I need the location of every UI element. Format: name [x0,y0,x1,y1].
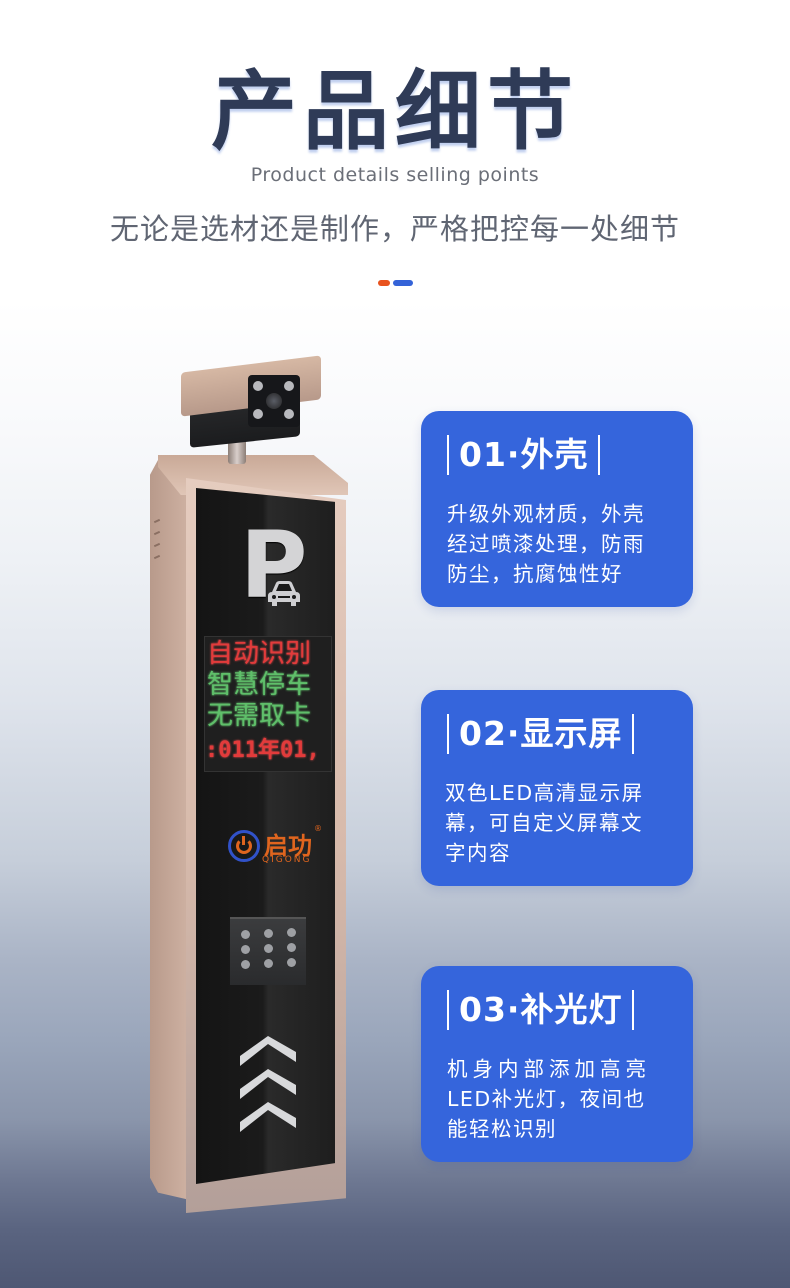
camera-icon [248,375,300,427]
description-line: 升级外观材质，外壳 [447,502,645,526]
title-bar-right [598,435,601,475]
ir-light-icon [253,409,263,419]
led-bulb-icon [287,928,296,937]
power-bar [242,836,245,845]
device-side-panel [150,460,190,1200]
page-subtitle: Product details selling points [250,164,540,186]
feature-description: 双色LED高清显示屏 幕，可自定义屏幕文 字内容 [445,778,675,868]
feature-card-header: 03·补光灯 [447,990,635,1030]
description-line: 幕，可自定义屏幕文 [445,811,643,835]
led-bulb-icon [241,960,250,969]
feature-card-display: 02·显示屏 双色LED高清显示屏 幕，可自定义屏幕文 字内容 [421,690,693,886]
title-bar-left [447,990,449,1030]
divider-dot-blue [393,280,413,286]
led-line: 自动识别 [207,639,312,669]
page-title: 产品细节 [211,62,579,162]
feature-card-fill-light: 03·补光灯 机身内部添加高亮 LED补光灯，夜间也 能轻松识别 [421,966,693,1162]
led-bulb-icon [287,958,296,967]
description-line: 机身内部添加高亮 [447,1057,651,1081]
fill-light-panel [230,917,306,985]
title-bar-left [447,435,449,475]
ir-light-icon [284,381,294,391]
led-line: 智慧停车 [207,670,312,700]
ir-light-icon [284,409,294,419]
power-logo-icon [228,830,260,862]
logo-text-cn: 启功 [264,832,312,860]
device-screen [196,488,335,1184]
tagline: 无论是选材还是制作，严格把控每一处细节 [109,212,680,246]
description-line: LED补光灯，夜间也 [447,1087,646,1111]
led-display: 自动识别 智慧停车 无需取卡 :011年01, [204,636,332,772]
feature-description: 升级外观材质，外壳 经过喷漆处理，防雨 防尘，抗腐蚀性好 [447,499,677,589]
led-bulb-icon [264,959,273,968]
description-line: 经过喷漆处理，防雨 [447,532,645,556]
divider-dot-orange [378,280,390,286]
led-line: :011年01, [205,738,320,763]
title-bar-right [632,714,635,754]
title-bar-left [447,714,449,754]
feature-title: 02·显示屏 [459,714,623,753]
title-bar-right [632,990,635,1030]
camera-mount [228,438,246,464]
led-bulb-icon [241,945,250,954]
brand-logo: 启功 QIGONG ® [228,824,322,865]
ir-light-icon [253,381,263,391]
feature-card-shell: 01·外壳 升级外观材质，外壳 经过喷漆处理，防雨 防尘，抗腐蚀性好 [421,411,693,607]
description-line: 字内容 [445,841,511,865]
chevron-up-icon [240,1102,296,1132]
led-bulb-icon [264,944,273,953]
led-bulb-icon [287,943,296,952]
led-bulb-icon [241,930,250,939]
feature-title: 03·补光灯 [459,990,623,1029]
registered-mark: ® [314,824,322,833]
led-bulb-icon [264,929,273,938]
led-line: 无需取卡 [207,701,312,731]
car-icon [268,581,300,606]
description-line: 防尘，抗腐蚀性好 [447,562,623,586]
chevron-up-icon [240,1036,296,1066]
description-line: 能轻松识别 [447,1117,557,1141]
feature-description: 机身内部添加高亮 LED补光灯，夜间也 能轻松识别 [447,1054,677,1144]
power-arc [236,838,252,854]
camera-lens-icon [266,393,282,409]
chevron-up-icon [240,1069,296,1099]
feature-card-header: 02·显示屏 [447,714,635,754]
feature-card-header: 01·外壳 [447,435,601,475]
logo-text-en: QIGONG [262,855,312,865]
feature-title: 01·外壳 [459,435,589,474]
description-line: 双色LED高清显示屏 [445,781,644,805]
